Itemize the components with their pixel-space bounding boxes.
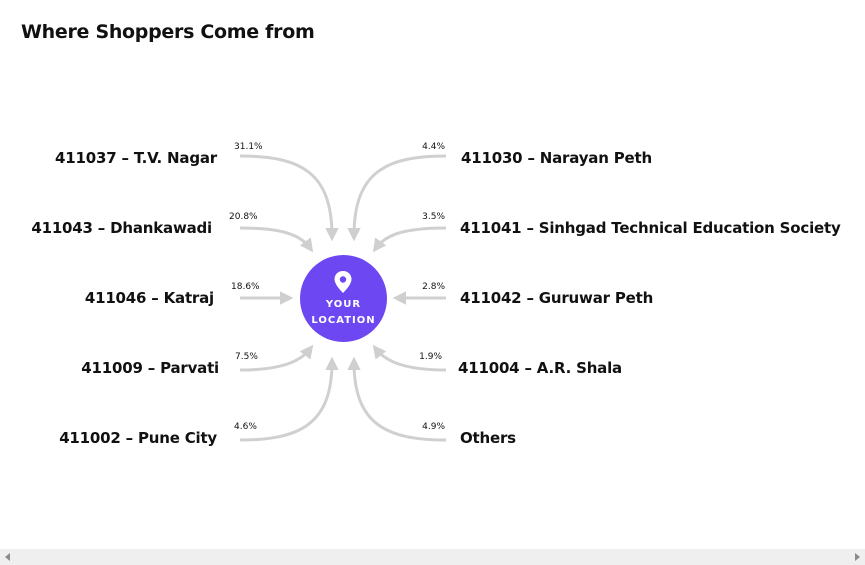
flow-arrow-left-1 [239, 154, 339, 242]
your-location-hub: YOUR LOCATION [300, 255, 387, 342]
flow-arrow-left-5 [239, 356, 339, 442]
hub-label-line2: LOCATION [311, 315, 376, 326]
source-pct-right-5: 4.9% [422, 422, 445, 432]
source-pct-right-1: 4.4% [422, 142, 445, 152]
shoppers-origin-card: Where Shoppers Come from 411037 – T.V. N… [21, 21, 841, 447]
flow-arrow-right-5 [347, 356, 447, 442]
flow-arrow-right-2 [372, 226, 447, 253]
source-label-right-2: 411041 – Sinhgad Technical Education Soc… [460, 219, 841, 237]
source-label-left-5: 411002 – Pune City [59, 429, 217, 447]
flow-arrow-left-2 [239, 226, 314, 253]
source-label-left-2: 411043 – Dhankawadi [31, 219, 212, 237]
hub-label: YOUR LOCATION [300, 297, 387, 329]
source-label-right-4: 411004 – A.R. Shala [458, 359, 622, 377]
source-pct-right-4: 1.9% [419, 352, 442, 362]
source-label-right-1: 411030 – Narayan Peth [461, 149, 652, 167]
flow-arrow-left-4 [239, 344, 314, 372]
flow-arrow-right-1 [347, 154, 447, 242]
location-pin-icon [334, 271, 352, 293]
hub-label-line1: YOUR [325, 299, 362, 310]
source-label-left-1: 411037 – T.V. Nagar [55, 149, 217, 167]
scroll-left-arrow-icon[interactable] [5, 553, 10, 561]
source-pct-left-3: 18.6% [231, 282, 260, 292]
flow-arrows [239, 154, 447, 442]
source-label-right-5: Others [460, 429, 516, 447]
source-pct-left-5: 4.6% [234, 422, 257, 432]
source-label-left-3: 411046 – Katraj [84, 289, 214, 307]
source-label-right-3: 411042 – Guruwar Peth [460, 289, 654, 307]
scroll-right-arrow-icon[interactable] [855, 553, 860, 561]
source-pct-left-1: 31.1% [234, 142, 263, 152]
source-pct-left-2: 20.8% [229, 212, 258, 222]
source-pct-right-3: 2.8% [422, 282, 445, 292]
source-pct-right-2: 3.5% [422, 212, 445, 222]
source-label-left-4: 411009 – Parvati [81, 359, 219, 377]
horizontal-scrollbar[interactable] [0, 549, 865, 565]
page-title: Where Shoppers Come from [21, 21, 315, 43]
source-pct-left-4: 7.5% [235, 352, 258, 362]
flow-arrow-right-4 [372, 344, 447, 372]
